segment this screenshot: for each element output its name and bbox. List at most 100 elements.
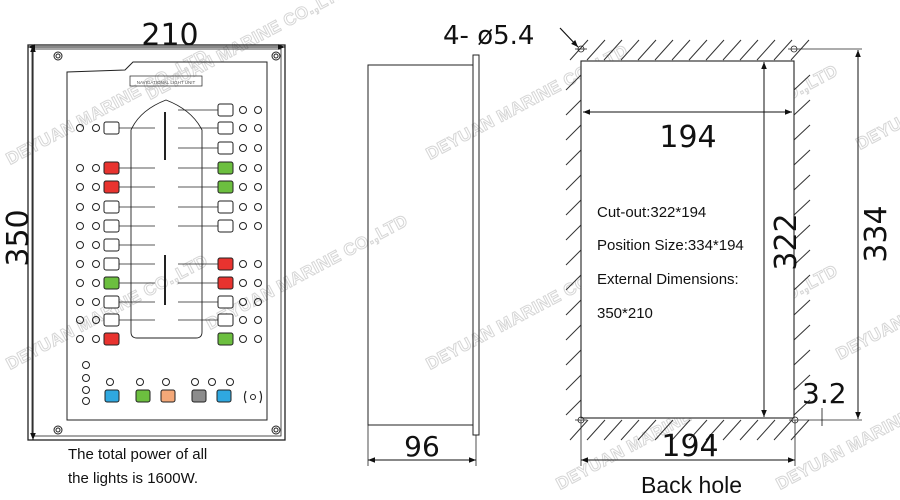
indicator-lamp [106,378,114,386]
light-switch-button[interactable] [103,219,120,233]
indicator-lamp [239,183,247,191]
light-switch-button[interactable] [103,295,120,309]
depth-dim-label: 96 [404,430,440,463]
light-switch-button[interactable] [103,180,120,194]
indicator-lamp [254,316,262,324]
indicator-lamp [191,378,199,386]
indicator-lamp [239,144,247,152]
light-switch-button[interactable] [217,121,234,135]
indicator-lamp [254,124,262,132]
watermark-text: DEYUAN MARINE CO.,LTD [3,46,211,169]
indicator-lamp [254,164,262,172]
indicator-lamp [136,378,144,386]
back-hole-title: Back hole [641,472,742,498]
indicator-lamp [208,378,216,386]
light-switch-button[interactable] [217,313,234,327]
control-button[interactable] [135,389,151,403]
indicator-lamp [239,164,247,172]
indicator-lamp [76,260,84,268]
indicator-lamp [239,260,247,268]
indicator-lamp [239,124,247,132]
light-switch-button[interactable] [103,161,120,175]
note-external-value: 350*210 [597,305,653,322]
light-switch-button[interactable] [217,257,234,271]
bottom-width-label: 194 [661,429,718,464]
indicator-lamp [92,316,100,324]
offset-label: 3.2 [802,377,847,410]
light-switch-button[interactable] [217,200,234,214]
light-switch-button[interactable] [103,313,120,327]
indicator-lamp [239,106,247,114]
indicator-lamp [239,316,247,324]
indicator-lamp [76,316,84,324]
caption-line-1: The total power of all [68,446,207,463]
control-button[interactable] [191,389,207,403]
panel-title-box [129,75,203,87]
indicator-lamp [162,378,170,386]
light-switch-button[interactable] [217,141,234,155]
cutout-rect [580,60,795,419]
panel-face [66,61,268,421]
note-position: Position Size:334*194 [597,237,744,254]
watermark-text: DEYUAN MARINE CO.,LTD [203,211,411,334]
light-switch-button[interactable] [103,238,120,252]
panel-title: NAVIGATIONAL LIGHT UNIT [137,80,196,85]
indicator-lamp [239,222,247,230]
control-button[interactable] [160,389,176,403]
cutout-height-label: 322 [769,213,804,270]
hole-leader [559,27,579,48]
indicator-lamp [226,378,234,386]
light-switch-button[interactable] [217,295,234,309]
side-view [367,54,480,466]
indicator-lamp [239,279,247,287]
indicator-lamp [92,335,100,343]
light-switch-button[interactable] [217,276,234,290]
light-switch-button[interactable] [103,332,120,346]
indicator-lamp [76,335,84,343]
control-button[interactable] [216,389,232,403]
indicator-lamp [82,374,90,382]
indicator-lamp [92,241,100,249]
height-dim-label: 350 [1,209,36,266]
indicator-lamp [254,106,262,114]
indicator-lamp [76,203,84,211]
light-switch-button[interactable] [217,161,234,175]
indicator-lamp [76,222,84,230]
note-external-label: External Dimensions: [597,271,739,288]
light-switch-button[interactable] [103,276,120,290]
indicator-lamp [254,222,262,230]
light-switch-button[interactable] [217,219,234,233]
indicator-lamp [76,164,84,172]
indicator-lamp [254,183,262,191]
indicator-lamp [239,298,247,306]
buzzer-icon [243,390,263,404]
light-switch-button[interactable] [103,121,120,135]
indicator-lamp [92,124,100,132]
indicator-lamp [82,361,90,369]
front-width-dimension: 210 [28,18,285,53]
indicator-lamp [92,279,100,287]
indicator-lamp [254,260,262,268]
hole-spec-label: 4- ø5.4 [443,21,534,51]
light-switch-button[interactable] [103,200,120,214]
light-switch-button[interactable] [217,332,234,346]
indicator-lamp [239,335,247,343]
inner-width-label: 194 [659,120,716,155]
indicator-lamp [76,298,84,306]
position-height-label: 334 [859,205,894,262]
indicator-lamp [92,260,100,268]
light-switch-button[interactable] [103,257,120,271]
ship-outline [130,99,203,339]
caption-line-2: the lights is 1600W. [68,470,198,487]
light-switch-button[interactable] [217,180,234,194]
indicator-lamp [92,222,100,230]
indicator-lamp [82,397,90,405]
control-button[interactable] [104,389,120,403]
indicator-lamp [239,203,247,211]
indicator-lamp [92,203,100,211]
back-hole-view [565,39,862,466]
light-switch-button[interactable] [217,103,234,117]
indicator-lamp [76,241,84,249]
indicator-lamp [254,335,262,343]
